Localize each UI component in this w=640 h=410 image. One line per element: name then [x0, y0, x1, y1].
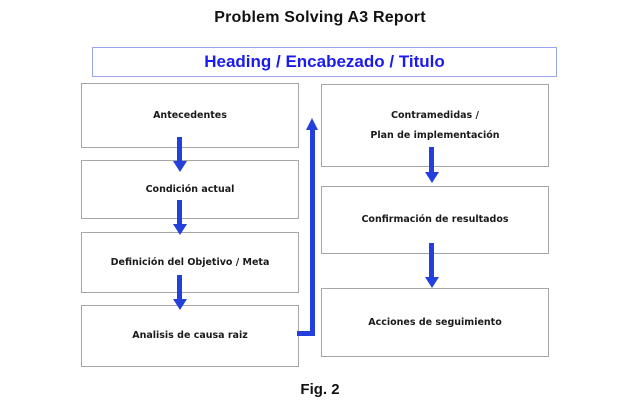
flow-box-confirmacion-resultados: Confirmación de resultados — [321, 186, 549, 254]
arrow-shaft — [177, 137, 182, 161]
flow-box-label-line2: Plan de implementación — [370, 129, 500, 141]
flow-box-label: Condición actual — [145, 183, 235, 195]
heading-band: Heading / Encabezado / Titulo — [92, 47, 557, 77]
feedback-connector-arrowhead-up-icon — [306, 118, 318, 130]
arrow-down-icon — [172, 137, 187, 172]
arrow-head — [424, 172, 439, 183]
arrow-down-icon — [172, 275, 187, 310]
flow-box-condicion-actual: Condición actual — [81, 160, 299, 219]
flow-box-acciones-seguimiento: Acciones de seguimiento — [321, 288, 549, 357]
flow-box-label-line1: Contramedidas / — [391, 109, 479, 121]
flow-box-label: Definición del Objetivo / Meta — [110, 256, 270, 268]
arrow-shaft — [177, 200, 182, 224]
flow-box-antecedentes: Antecedentes — [81, 83, 299, 148]
arrow-head — [172, 161, 187, 172]
flow-box-contramedidas: Contramedidas / Plan de implementación — [321, 84, 549, 167]
flow-box-label: Confirmación de resultados — [361, 214, 509, 226]
arrow-down-icon — [172, 200, 187, 235]
arrow-down-icon — [424, 147, 439, 183]
flow-box-label: Antecedentes — [153, 109, 227, 121]
flow-box-analisis-causa-raiz: Analisis de causa raiz — [81, 305, 299, 367]
feedback-connector-vertical — [310, 129, 315, 336]
figure-title: Problem Solving A3 Report — [214, 9, 426, 26]
arrow-shaft — [429, 147, 434, 172]
arrow-shaft — [429, 243, 434, 277]
flow-box-label: Acciones de seguimiento — [368, 316, 502, 328]
arrow-head — [172, 224, 187, 235]
figure-caption: Fig. 2 — [300, 381, 340, 398]
flow-box-definicion-objetivo: Definición del Objetivo / Meta — [81, 232, 299, 293]
flow-box-label: Analisis de causa raiz — [132, 330, 248, 342]
arrow-head — [424, 277, 439, 288]
arrow-shaft — [177, 275, 182, 299]
arrow-down-icon — [424, 243, 439, 288]
arrow-head — [172, 299, 187, 310]
heading-label: Heading / Encabezado / Titulo — [204, 52, 445, 71]
feedback-connector-horizontal — [297, 331, 315, 336]
